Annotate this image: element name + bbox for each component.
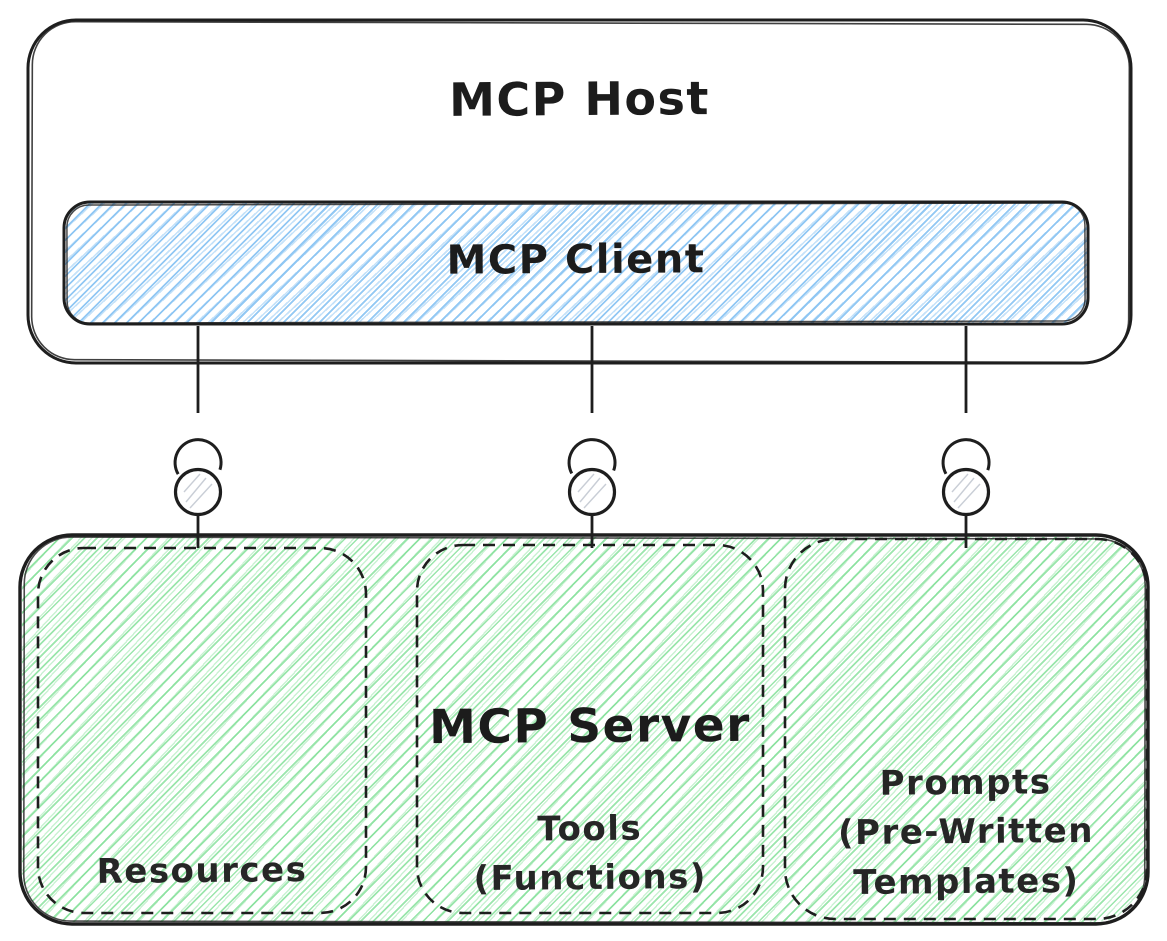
tools-label-line1: Tools [537, 808, 643, 850]
resources-label: Resources [96, 850, 308, 892]
mcp-client-box: MCP Client [62, 200, 1090, 326]
prompts-label-line1: Prompts [879, 762, 1052, 804]
mcp-client-title: MCP Client [446, 236, 706, 284]
tools-box: MCP Server Tools (Functions) [415, 543, 765, 915]
resources-box-outline [36, 546, 368, 915]
tools-label-line2: (Functions) [473, 857, 708, 900]
prompts-label: Prompts (Pre-Written Templates) [782, 757, 1149, 908]
socket-plug-icon [941, 326, 991, 548]
mcp-host-box-outline [26, 18, 1133, 365]
mcp-host-title: MCP Host [448, 71, 711, 127]
mcp-client-fill [65, 203, 1087, 323]
connector-middle [562, 322, 622, 550]
prompts-box: Prompts (Pre-Written Templates) [783, 537, 1149, 921]
socket-plug-icon [567, 326, 617, 548]
connector-right [936, 322, 996, 550]
mcp-server-title: MCP Server [428, 697, 752, 756]
mcp-host-box: MCP Host [26, 18, 1133, 365]
connector-left [168, 322, 228, 550]
mcp-client-box-outline [62, 200, 1090, 326]
tools-box-outline [415, 543, 765, 915]
mcp-server-fill [22, 537, 1146, 922]
mcp-server-container: Resources MCP Server Tools (Functions) P… [18, 533, 1150, 926]
tools-label: Tools (Functions) [415, 803, 766, 905]
socket-plug-icon [173, 326, 223, 548]
resources-box: Resources [36, 546, 368, 915]
prompts-label-line2: (Pre-Written [837, 811, 1095, 854]
prompts-label-line3: Templates) [853, 860, 1080, 903]
